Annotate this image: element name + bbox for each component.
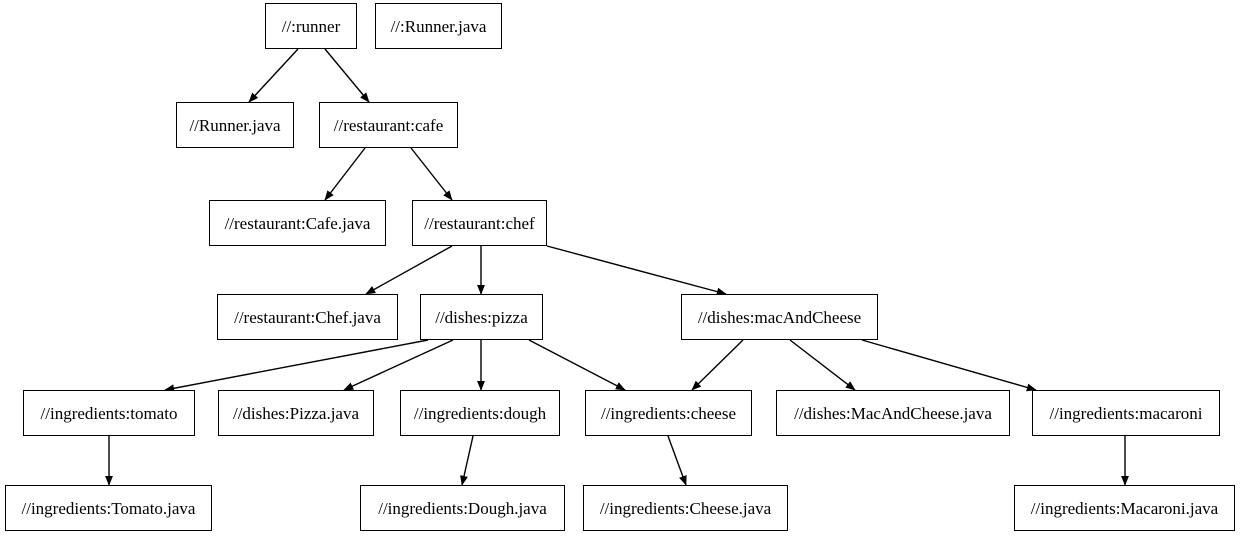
graph-node-ing_tomato_java[interactable]: //ingredients:Tomato.java xyxy=(5,485,212,531)
graph-node-label: //ingredients:Cheese.java xyxy=(599,498,772,518)
graph-node-dishes_macandcheese[interactable]: //dishes:macAndCheese xyxy=(681,294,878,340)
graph-node-label: //restaurant:Cafe.java xyxy=(224,213,371,233)
graph-node-runner[interactable]: //:runner xyxy=(265,3,357,49)
graph-node-label: //dishes:MacAndCheese.java xyxy=(794,403,992,423)
graph-node-label: //:runner xyxy=(281,16,341,36)
graph-node-dishes_pizza[interactable]: //dishes:pizza xyxy=(420,294,543,340)
graph-node-label: //ingredients:tomato xyxy=(40,403,178,423)
graph-node-label: //ingredients:Dough.java xyxy=(378,498,547,518)
graph-node-restaurant_cafe[interactable]: //restaurant:cafe xyxy=(319,102,458,148)
graph-node-dishes_pizza_java[interactable]: //dishes:Pizza.java xyxy=(218,390,374,436)
graph-node-label: //Runner.java xyxy=(189,115,281,135)
graph-node-label: //restaurant:chef xyxy=(424,213,535,233)
graph-node-ing_tomato[interactable]: //ingredients:tomato xyxy=(23,390,195,436)
graph-node-restaurant_cafe_java[interactable]: //restaurant:Cafe.java xyxy=(209,200,386,246)
graph-node-label: //ingredients:cheese xyxy=(600,403,736,423)
graph-node-ing_cheese[interactable]: //ingredients:cheese xyxy=(585,390,752,436)
graph-node-ing_cheese_java[interactable]: //ingredients:Cheese.java xyxy=(583,485,788,531)
graph-node-label: //dishes:macAndCheese xyxy=(697,307,862,327)
graph-node-label: //ingredients:Tomato.java xyxy=(21,498,196,518)
graph-node-ing_macaroni_java[interactable]: //ingredients:Macaroni.java xyxy=(1014,485,1235,531)
graph-node-dishes_mac_java[interactable]: //dishes:MacAndCheese.java xyxy=(776,390,1010,436)
graph-node-label: //ingredients:macaroni xyxy=(1049,403,1203,423)
graph-node-ing_dough[interactable]: //ingredients:dough xyxy=(400,390,560,436)
graph-node-ing_macaroni[interactable]: //ingredients:macaroni xyxy=(1032,390,1220,436)
graph-node-ing_dough_java[interactable]: //ingredients:Dough.java xyxy=(360,485,565,531)
graph-node-label: //restaurant:Chef.java xyxy=(234,307,381,327)
graph-node-restaurant_chef_java[interactable]: //restaurant:Chef.java xyxy=(217,294,398,340)
graph-node-label: //:Runner.java xyxy=(390,16,487,36)
graph-node-runner_java_root[interactable]: //:Runner.java xyxy=(375,3,502,49)
graph-node-restaurant_chef[interactable]: //restaurant:chef xyxy=(412,200,547,246)
graph-node-label: //ingredients:Macaroni.java xyxy=(1030,498,1219,518)
graph-node-label: //restaurant:cafe xyxy=(333,115,444,135)
graph-node-label: //dishes:pizza xyxy=(435,307,528,327)
graph-node-runner_java[interactable]: //Runner.java xyxy=(176,102,294,148)
graph-node-label: //dishes:Pizza.java xyxy=(232,403,360,423)
graph-node-label: //ingredients:dough xyxy=(413,403,547,423)
